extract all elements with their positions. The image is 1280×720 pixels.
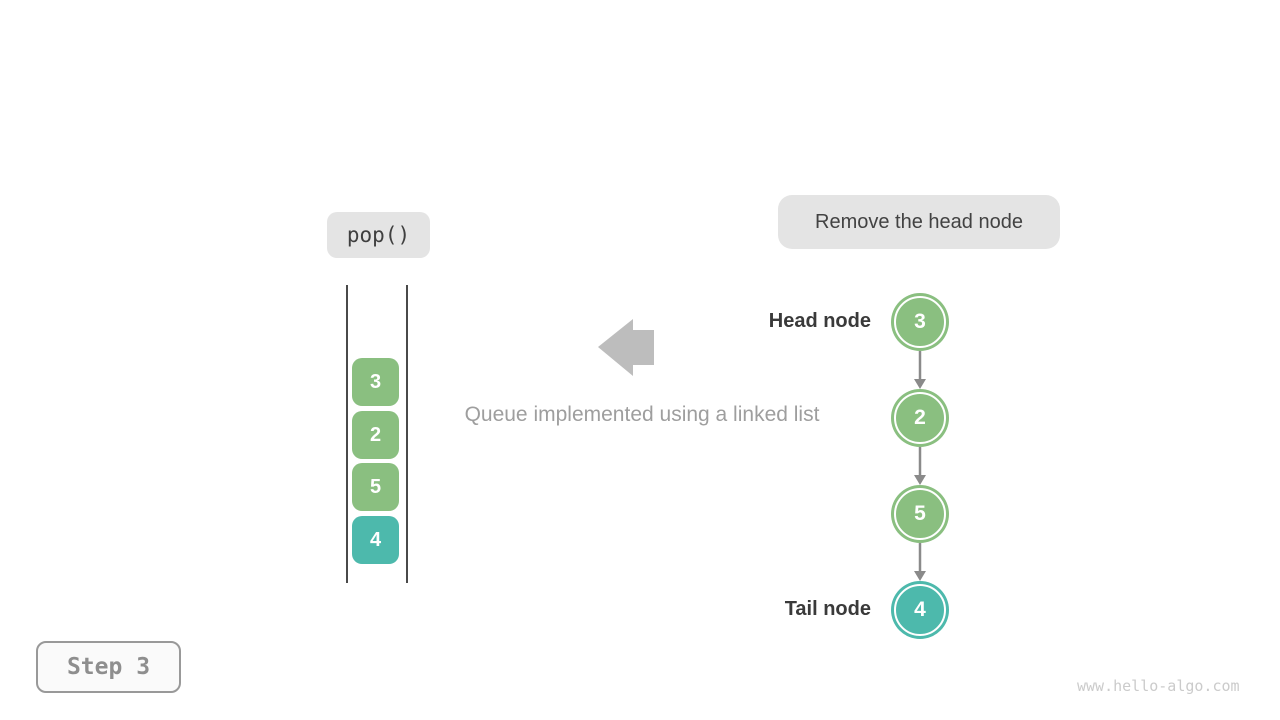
head-node-label: Head node [768,310,871,332]
left-arrow-shape [598,319,654,376]
remove-head-annotation: Remove the head node [778,195,1060,249]
queue-item-3: 3 [352,358,399,406]
connector-arrowhead [914,379,926,389]
connector-arrowhead [914,571,926,581]
queue-left-wall [346,285,348,583]
queue-right-wall [406,285,408,583]
queue-caption: Queue implemented using a linked list [464,403,820,426]
list-node-4: 4 [894,584,946,636]
connector-arrowhead [914,475,926,485]
watermark: www.hello-algo.com [1077,677,1240,695]
pop-operation-label: pop() [327,212,430,258]
list-node-3: 3 [894,296,946,348]
list-node-5: 5 [894,488,946,540]
step-badge: Step 3 [36,641,181,693]
queue-item-5: 5 [352,463,399,511]
dequeue-direction-arrow-icon [598,319,654,376]
tail-node-label: Tail node [784,598,871,620]
queue-item-2: 2 [352,411,399,459]
list-node-2: 2 [894,392,946,444]
queue-item-4: 4 [352,516,399,564]
